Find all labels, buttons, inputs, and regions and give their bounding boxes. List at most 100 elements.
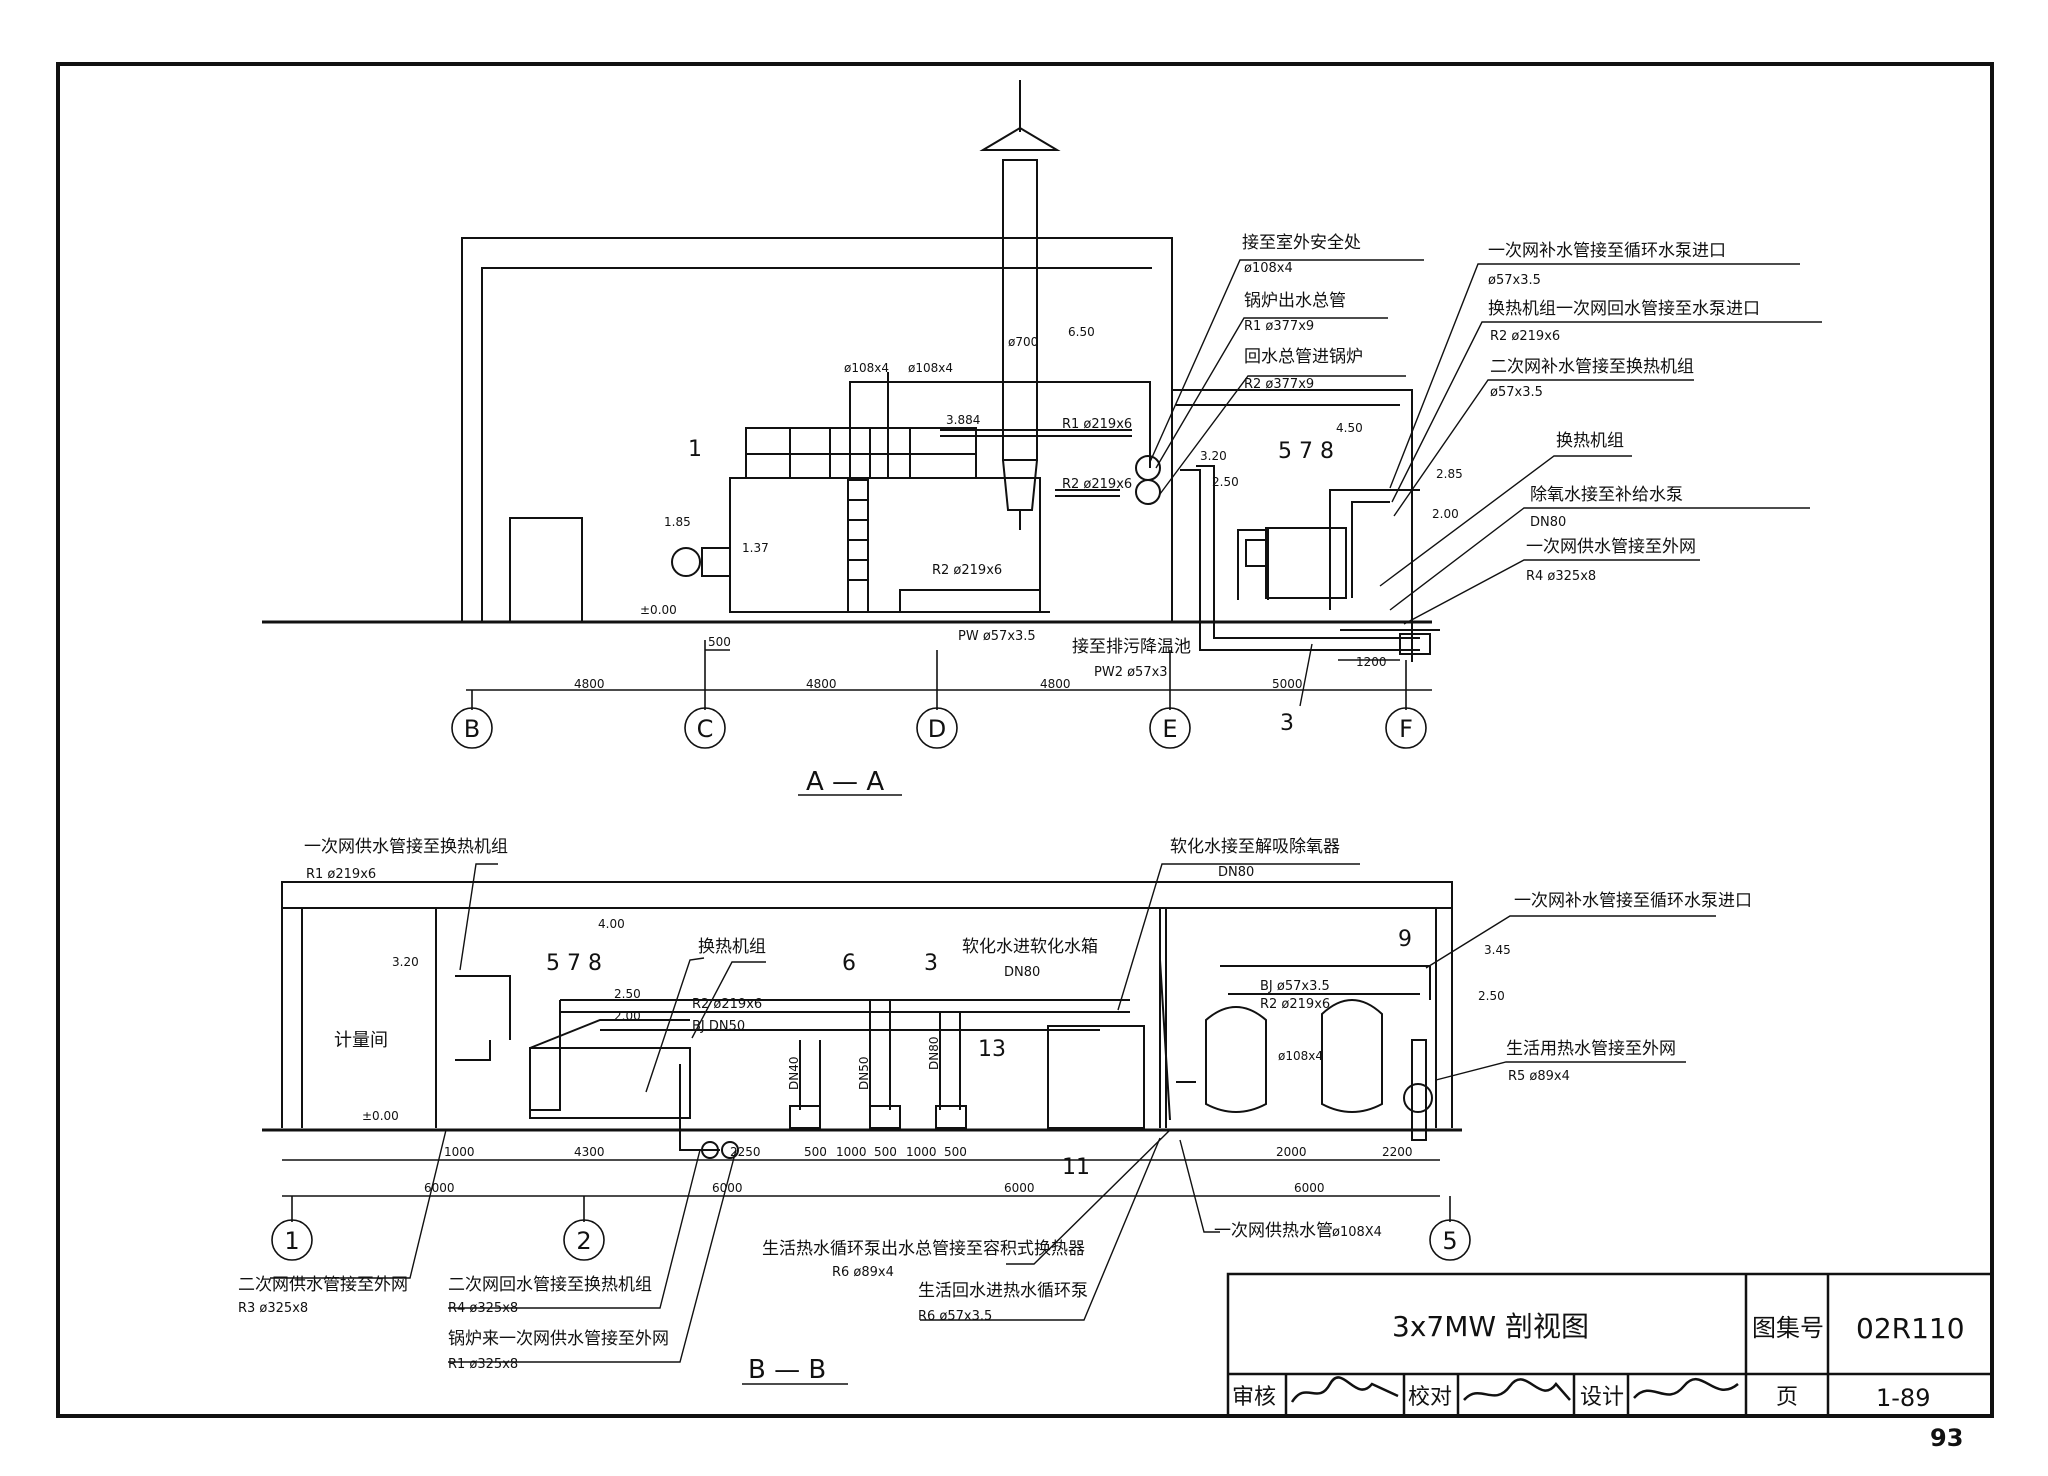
bb-dim: 2000 (1276, 1145, 1307, 1159)
bb-label-primary-heat-spec: ø108X4 (1332, 1225, 1382, 1240)
bb-label-soft-tank: 软化水进软化水箱 (962, 937, 1098, 957)
leaders-aa (1149, 259, 1822, 707)
design-signature (1633, 1378, 1739, 1399)
aa-label-deaerated: 除氧水接至补给水泵 (1530, 485, 1683, 505)
aa-label-d108a: ø108x4 (844, 361, 889, 375)
bb-item-tag: 13 (978, 1037, 1006, 1062)
aa-label-d108b: ø108x4 (908, 361, 953, 375)
bb-label-p-to-hx-spec: R1 ø219x6 (306, 867, 376, 882)
aa-label-return-main: 回水总管进锅炉 (1244, 347, 1363, 367)
aa-item-tag: 1 (688, 437, 702, 462)
aa-item-tag: 3 (1280, 711, 1294, 736)
aa-level: ±0.00 (640, 603, 677, 617)
bb-item-tag: 9 (1398, 927, 1412, 952)
sheet-border (56, 62, 1994, 1418)
bb-item-tag: 6 (842, 951, 856, 976)
aa-level: 2.00 (1432, 507, 1459, 521)
bb-label-dhw-out-spec: R5 ø89x4 (1508, 1069, 1570, 1084)
aa-label-boiler-out-spec: R1 ø377x9 (1244, 319, 1314, 334)
bb-item-tag: 11 (1062, 1155, 1090, 1180)
aa-label-pw: PW ø57x3.5 (958, 629, 1036, 644)
aa-label-drain: 接至排污降温池 (1072, 637, 1191, 657)
aa-label-safe: 接至室外安全处 (1242, 233, 1361, 253)
bb-label-dhw-return: 生活回水进热水循环泵 (918, 1281, 1088, 1301)
bb-dim: 6000 (1004, 1181, 1035, 1195)
bb-label-dhw-pump-out: 生活热水循环泵出水总管接至容积式换热器 (762, 1239, 1085, 1259)
bb-axis: 5 (1442, 1227, 1457, 1255)
aa-label-d700: ø700 (1008, 335, 1038, 349)
bb-label-sec-supply: 二次网供水管接至外网 (238, 1275, 408, 1295)
bb-label-p-to-hx: 一次网供水管接至换热机组 (304, 837, 508, 857)
aa-label-safe-spec: ø108x4 (1244, 261, 1293, 276)
bb-dim: 4300 (574, 1145, 605, 1159)
bb-item-tag: 5 7 8 (546, 951, 602, 976)
aa-label-hx-return: 换热机组一次网回水管接至水泵进口 (1488, 299, 1760, 319)
aa-dim: 5000 (1272, 677, 1303, 691)
equipment-bb (529, 999, 1433, 1141)
leaders-bb (270, 863, 1716, 1363)
bb-dim: 1000 (906, 1145, 937, 1159)
section-bb-title: B — B (748, 1355, 826, 1385)
aa-label-r2b: R2 ø219x6 (932, 563, 1002, 578)
atlas-label: 图集号 (1752, 1314, 1824, 1342)
aa-label-primary-supply: 一次网供水管接至外网 (1526, 537, 1696, 557)
bb-dim: 2250 (730, 1145, 761, 1159)
aa-label-primary-supply-spec: R4 ø325x8 (1526, 569, 1596, 584)
bb-level: 2.00 (614, 1009, 641, 1023)
drawing-title: 3x7MW 剖视图 (1392, 1310, 1589, 1343)
aa-axis: E (1162, 715, 1177, 743)
bb-dim: 1000 (836, 1145, 867, 1159)
review-signature (1290, 1376, 1399, 1403)
bb-label-dn50: DN50 (857, 1057, 871, 1091)
bb-label-meter-room: 计量间 (334, 1030, 388, 1051)
aa-label-hx-unit: 换热机组 (1556, 431, 1624, 451)
proof-signature (1463, 1378, 1571, 1401)
aa-dim: 4800 (1040, 677, 1071, 691)
piping-aa (849, 372, 1440, 655)
bb-label-primary-heat: 一次网供热水管 (1214, 1221, 1333, 1241)
aa-label-deaerated-spec: DN80 (1530, 515, 1566, 530)
aa-dim: 4800 (574, 677, 605, 691)
design-label: 设计 (1580, 1385, 1624, 1410)
bb-label-sec-return-spec: R4 ø325x8 (448, 1301, 518, 1316)
aa-item-tag: 5 7 8 (1278, 439, 1334, 464)
axes-aa (451, 640, 1432, 796)
aa-label-makeup-pump: 一次网补水管接至循环水泵进口 (1488, 241, 1726, 261)
bb-dim: 500 (804, 1145, 827, 1159)
section-aa-title: A — A (806, 767, 884, 797)
chimney (979, 80, 1061, 530)
bb-label-bj50: BJ DN50 (692, 1019, 745, 1034)
bb-label-sec-return: 二次网回水管接至换热机组 (448, 1275, 652, 1295)
bb-label-hx-unit2: 换热机组 (698, 937, 766, 957)
bb-level: 4.00 (598, 917, 625, 931)
aa-label-r2: R2 ø219x6 (1062, 477, 1132, 492)
aa-label-sec-makeup: 二次网补水管接至换热机组 (1490, 357, 1694, 377)
bb-item-tag: 3 (924, 951, 938, 976)
aa-level: 1.37 (742, 541, 769, 555)
bb-label-bj57: BJ ø57x3.5 (1260, 979, 1330, 994)
bb-level: ±0.00 (362, 1109, 399, 1123)
aa-axis: C (697, 715, 714, 743)
title-block: 3x7MW 剖视图 图集号 02R110 审核 校对 设计 页 1-89 (1226, 1272, 1994, 1418)
bb-dim: 1000 (444, 1145, 475, 1159)
aa-level: 2.85 (1436, 467, 1463, 481)
aa-level: 1.85 (664, 515, 691, 529)
bb-dim: 6000 (712, 1181, 743, 1195)
bb-label-dhw-out: 生活用热水管接至外网 (1506, 1039, 1676, 1059)
aa-label-drain-spec: PW2 ø57x3 (1094, 665, 1168, 680)
bb-label-boiler-primary-spec: R1 ø325x8 (448, 1357, 518, 1372)
bb-level: 3.20 (392, 955, 419, 969)
aa-axis: F (1399, 715, 1413, 743)
bb-dim: 500 (874, 1145, 897, 1159)
bb-level: 2.50 (1478, 989, 1505, 1003)
piping-bb (455, 959, 1431, 1159)
aa-axis: B (464, 715, 480, 743)
aa-label-makeup-pump-spec: ø57x3.5 (1488, 273, 1541, 288)
bb-label-makeup-pump2: 一次网补水管接至循环水泵进口 (1514, 891, 1752, 911)
aa-dim: 1200 (1356, 655, 1387, 669)
bb-label-boiler-primary: 锅炉来一次网供水管接至外网 (448, 1329, 669, 1349)
aa-label-sec-makeup-spec: ø57x3.5 (1490, 385, 1543, 400)
aa-dim: 4800 (806, 677, 837, 691)
bb-label-soft-deaer: 软化水接至解吸除氧器 (1170, 837, 1340, 857)
